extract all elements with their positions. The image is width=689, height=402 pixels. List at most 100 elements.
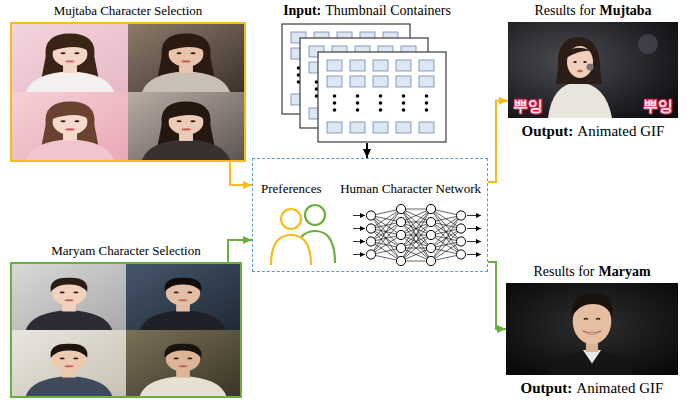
thumbnail-stack-part bbox=[318, 52, 446, 142]
character-photo-part bbox=[51, 344, 88, 358]
input-name: Thumbnail Containers bbox=[325, 3, 451, 18]
photo-frame bbox=[10, 22, 246, 162]
thumbnail-stack-part bbox=[350, 122, 365, 133]
neural-network-icon-part bbox=[349, 199, 485, 273]
neural-network-icon-part bbox=[456, 211, 465, 220]
output-name: Animated GIF bbox=[577, 123, 664, 139]
thumbnail-stack-part bbox=[396, 122, 411, 133]
neural-network-icon-part bbox=[467, 215, 481, 216]
neural-network-icon-part bbox=[426, 217, 435, 226]
neural-network-icon-part bbox=[396, 230, 405, 239]
flow-arrow bbox=[488, 101, 508, 182]
character-photo-part bbox=[26, 72, 114, 92]
animated-gif-frame-part bbox=[638, 34, 658, 54]
character-photo-part bbox=[174, 357, 179, 359]
character-photo-part bbox=[128, 24, 244, 92]
character-photo-part bbox=[178, 299, 187, 301]
animated-gif-frame: 뿌잉 뿌잉 bbox=[508, 22, 678, 118]
gif-caption-text: 뿌잉 bbox=[513, 97, 543, 115]
animated-gif-frame-part bbox=[508, 22, 678, 118]
character-photo-part bbox=[176, 52, 181, 54]
character-photo-part bbox=[65, 128, 74, 130]
thumbnail-stack-part bbox=[419, 122, 434, 133]
thumbnail-stack-part bbox=[402, 94, 406, 98]
neural-network-icon-part bbox=[456, 237, 465, 246]
people-icon-part bbox=[305, 205, 325, 225]
character-photo bbox=[126, 264, 240, 330]
character-photo-part bbox=[73, 357, 78, 359]
result-name: Mujtaba bbox=[599, 3, 651, 18]
result-heading: Results for Maryam bbox=[506, 264, 678, 280]
character-photo-part bbox=[190, 52, 195, 54]
character-photo-part bbox=[60, 52, 65, 54]
thumbnail-stack-part bbox=[373, 122, 388, 133]
neural-network-icon-part bbox=[353, 215, 365, 216]
character-photo bbox=[12, 24, 128, 92]
thumbnail-stack bbox=[276, 23, 458, 143]
result-label: Results for bbox=[533, 264, 594, 279]
character-photo-part bbox=[51, 278, 88, 292]
animated-gif-frame-part bbox=[584, 318, 588, 320]
result-name: Maryam bbox=[598, 264, 650, 279]
neural-network-icon-part bbox=[456, 250, 465, 259]
animated-gif-frame-part bbox=[572, 294, 613, 318]
thumbnail-stack-part bbox=[356, 94, 360, 98]
neural-network-icon-part bbox=[353, 241, 365, 242]
result-panel: Results forMujtaba뿌잉뿌잉Output:Animated GI… bbox=[508, 3, 678, 140]
neural-network-icon-part bbox=[426, 256, 435, 265]
thumbnail-stack-part bbox=[379, 94, 383, 98]
thumbnail-stack-part bbox=[419, 76, 434, 87]
neural-network-icon-part bbox=[426, 243, 435, 252]
character-photo-part bbox=[74, 52, 79, 54]
character-photo-part bbox=[128, 24, 244, 92]
character-photo-part bbox=[60, 120, 65, 122]
selection-panel: Maryam Character Selection bbox=[10, 243, 242, 398]
gif-caption-text: 뿌잉 bbox=[643, 97, 673, 115]
neural-network-icon-part bbox=[353, 254, 365, 255]
gif-caption: 뿌잉 bbox=[513, 97, 543, 115]
animated-gif-frame-part bbox=[587, 64, 594, 71]
flow-arrow bbox=[488, 262, 506, 329]
neural-network-icon-part bbox=[371, 235, 401, 255]
neural-network-icon-part bbox=[396, 204, 405, 213]
thumbnail-stack-part bbox=[333, 94, 337, 98]
thumbnail-stack-part bbox=[350, 60, 365, 71]
character-photo-part bbox=[187, 291, 192, 293]
selection-panel: Mujtaba Character Selection bbox=[10, 3, 246, 162]
character-photo-part bbox=[167, 40, 204, 51]
character-photo-part bbox=[65, 60, 74, 62]
character-photo-part bbox=[26, 376, 113, 396]
thumbnail-stack-part bbox=[396, 60, 411, 71]
character-photo-part bbox=[126, 264, 240, 330]
character-photo-part bbox=[64, 365, 73, 367]
neural-network-icon-part bbox=[467, 254, 481, 255]
animated-gif-frame-part bbox=[556, 37, 602, 84]
thumbnail-stack-part bbox=[350, 76, 365, 87]
animated-gif-frame-part bbox=[573, 61, 577, 63]
thumbnail-stack-part bbox=[402, 108, 406, 112]
character-photo-part bbox=[142, 140, 230, 160]
character-photo-part bbox=[165, 278, 202, 292]
input-heading: Input:Thumbnail Containers bbox=[272, 3, 462, 19]
character-photo-part bbox=[140, 310, 227, 330]
character-photo-part bbox=[126, 330, 240, 396]
neural-network-icon-part bbox=[467, 228, 481, 229]
neural-network-icon-part bbox=[353, 228, 365, 229]
character-photo-part bbox=[167, 108, 204, 119]
character-photo-part bbox=[12, 92, 128, 160]
character-photo-part bbox=[12, 264, 126, 330]
character-photo-part bbox=[176, 120, 181, 122]
character-photo-part bbox=[12, 24, 128, 92]
character-photo bbox=[12, 330, 126, 396]
thumbnail-stack-part bbox=[373, 76, 388, 87]
neural-network-icon-part bbox=[396, 256, 405, 265]
photo-frame bbox=[10, 262, 242, 398]
character-photo bbox=[12, 92, 128, 160]
animated-gif-frame-part bbox=[583, 350, 601, 363]
output-heading: Output:Animated GIF bbox=[508, 123, 678, 140]
animated-gif-frame-part bbox=[551, 350, 634, 375]
character-photo-part bbox=[12, 92, 128, 160]
neural-network-icon-part bbox=[456, 224, 465, 233]
output-heading: Output:Animated GIF bbox=[506, 380, 678, 397]
output-name: Animated GIF bbox=[576, 380, 663, 396]
